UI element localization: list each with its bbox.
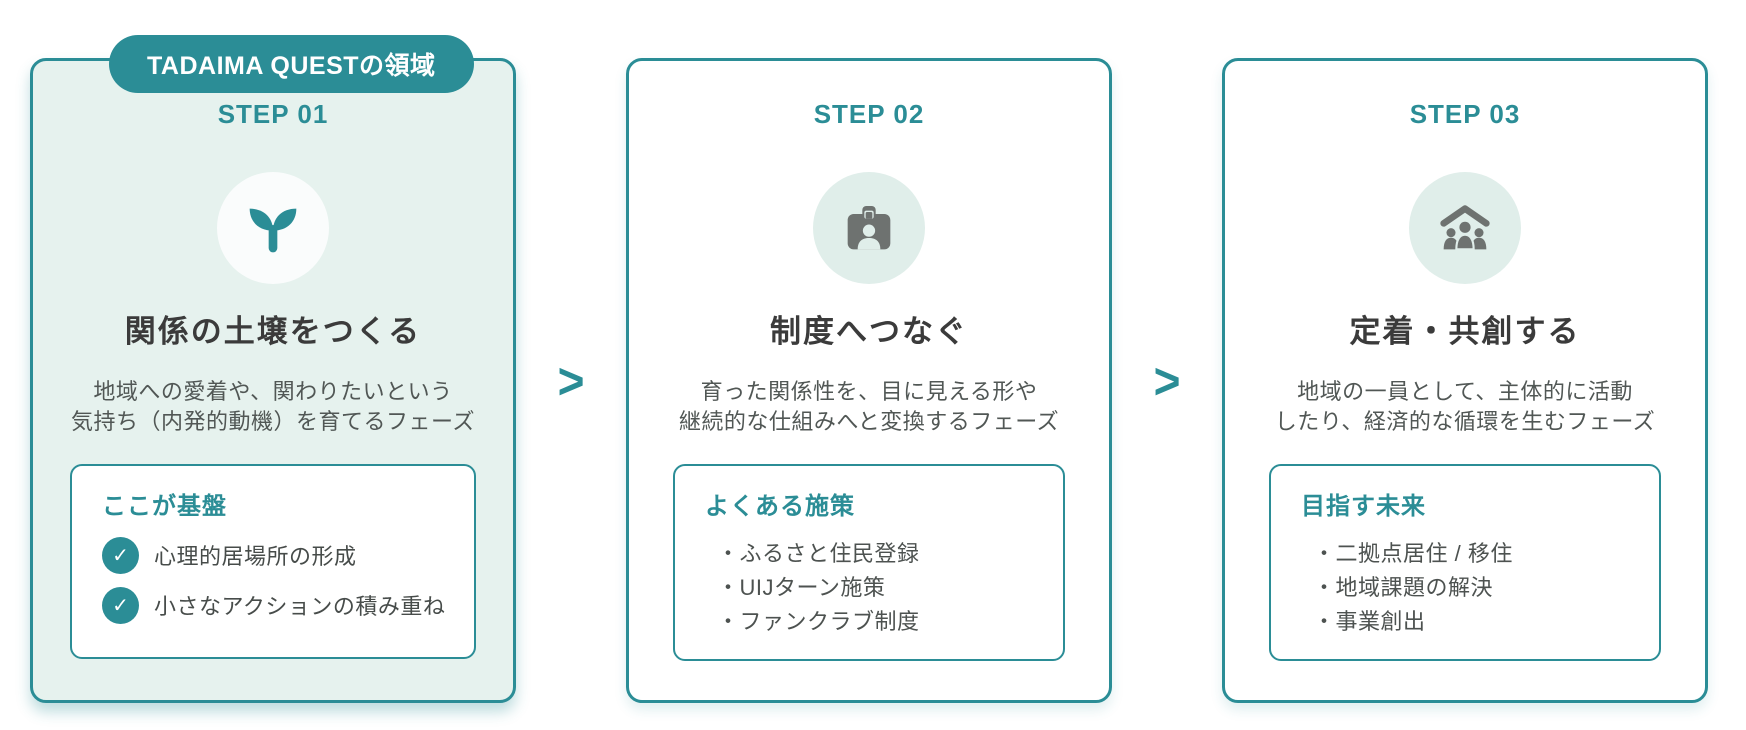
checklist-item-label: 小さなアクションの積み重ね: [154, 594, 446, 620]
chevron-right-icon: >: [1153, 351, 1181, 410]
step-03-label: STEP 03: [1409, 99, 1521, 129]
step-01-icon-circle: [217, 172, 329, 284]
step-02-desc-line-1: 育った関係性を、目に見える形や: [700, 379, 1038, 404]
arrow-gap-2: >: [1112, 58, 1222, 703]
seedling-icon: [241, 196, 305, 260]
step-02-box-heading: よくある施策: [705, 492, 855, 520]
step-02-desc-line-2: 継続的な仕組みへと変換するフェーズ: [678, 409, 1060, 435]
step-01-description: 地域への愛着や、関わりたいという 気持ち（内発的動機）を育てるフェーズ: [71, 377, 475, 438]
check-icon: ✓: [102, 536, 139, 574]
step-01-foundation-box: ここが基盤 ✓ 心理的居場所の形成 ✓ 小さなアクションの積み重ね: [70, 463, 476, 659]
list-item: ・事業創出: [1313, 608, 1426, 634]
step-03-icon-circle: [1409, 172, 1521, 284]
step-01-desc-line-1: 地域への愛着や、関わりたいという: [93, 379, 453, 404]
step-card-03: STEP 03 定着・共創する 地域の一員として、主体的に活動 したり、経済的な…: [1222, 58, 1708, 703]
step-03-future-box: 目指す未来 ・二拠点居住 / 移住 ・地域課題の解決 ・事業創出: [1269, 463, 1661, 661]
step-03-desc-line-2: したり、経済的な循環を生むフェーズ: [1274, 409, 1656, 435]
id-card-icon: [837, 196, 901, 260]
step-03-desc-line-1: 地域の一員として、主体的に活動: [1297, 379, 1633, 404]
step-03-box-heading: 目指す未来: [1301, 492, 1426, 520]
step-03-title: 定着・共創する: [1349, 314, 1581, 349]
checklist-item: ✓ 心理的居場所の形成: [102, 536, 454, 574]
step-02-icon-circle: [813, 172, 925, 284]
step-card-01: TADAIMA QUESTの領域 STEP 01 関係の土壌をつくる 地域への愛…: [30, 35, 516, 703]
step-02-measures-box: よくある施策 ・ふるさと住民登録 ・UIJターン施策 ・ファンクラブ制度: [673, 463, 1065, 661]
tadaima-quest-domain-badge: TADAIMA QUESTの領域: [109, 35, 474, 93]
step-01-label: STEP 01: [217, 99, 329, 129]
family-home-icon: [1433, 196, 1497, 260]
list-item: ・地域課題の解決: [1313, 574, 1494, 600]
checklist-item-label: 心理的居場所の形成: [154, 544, 357, 570]
step-01-desc-line-2: 気持ち（内発的動機）を育てるフェーズ: [71, 409, 475, 435]
badge-label: TADAIMA QUESTの領域: [147, 52, 436, 80]
check-icon: ✓: [102, 586, 139, 624]
step-03-description: 地域の一員として、主体的に活動 したり、経済的な循環を生むフェーズ: [1275, 377, 1656, 438]
arrow-gap-1: >: [516, 58, 626, 703]
list-item: ・ふるさと住民登録: [717, 540, 920, 566]
step-02-title: 制度へつなぐ: [770, 314, 968, 349]
list-item: ・UIJターン施策: [717, 574, 886, 600]
list-item: ・二拠点居住 / 移住: [1313, 540, 1513, 566]
checklist-item: ✓ 小さなアクションの積み重ね: [102, 586, 454, 624]
step-01-box-heading: ここが基盤: [102, 492, 227, 520]
step-02-label: STEP 02: [813, 99, 925, 129]
step-02-description: 育った関係性を、目に見える形や 継続的な仕組みへと変換するフェーズ: [679, 377, 1059, 438]
step-01-title: 関係の土壌をつくる: [124, 314, 422, 349]
list-item: ・ファンクラブ制度: [717, 608, 920, 634]
step-card-02: STEP 02 制度へつなぐ 育った関係性を、目に見える形や 継続的な仕組みへと…: [626, 58, 1112, 703]
chevron-right-icon: >: [557, 351, 585, 410]
